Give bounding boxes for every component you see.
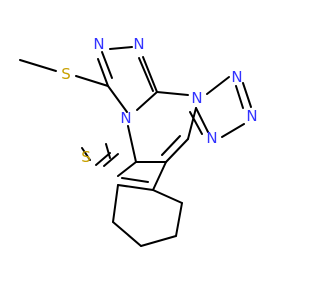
bond: [165, 138, 189, 163]
bond: [117, 161, 137, 177]
atom-label-nitrogen: N: [231, 68, 242, 86]
bond: [112, 221, 142, 247]
atom-label-nitrogen: N: [206, 129, 217, 147]
bond: [142, 56, 158, 93]
bond: [175, 202, 183, 237]
atom-label-nitrogen: N: [93, 35, 104, 53]
bond: [235, 85, 244, 109]
molecule-structure: S N N N N N N N S: [19, 35, 258, 247]
atom-label-sulfur-methyl: S: [61, 65, 71, 83]
bond: [187, 107, 197, 140]
atom-label-sulfur-ring: S: [81, 148, 91, 166]
bond: [107, 85, 128, 113]
bond: [195, 107, 209, 133]
atom-label-nitrogen: N: [246, 107, 257, 125]
bond: [95, 152, 111, 166]
atom-label-nitrogen: N: [120, 109, 131, 127]
bond: [242, 82, 252, 108]
bond: [121, 177, 149, 183]
bond: [136, 91, 158, 111]
bond: [138, 57, 154, 92]
bond: [156, 91, 189, 96]
bond: [140, 235, 177, 247]
bond: [152, 189, 183, 204]
bond: [101, 51, 113, 79]
bond: [105, 143, 111, 159]
bond: [189, 111, 203, 135]
bond-layer: [19, 46, 252, 247]
atom-label-layer: S N N N N N N N S: [61, 35, 257, 166]
bond: [112, 184, 119, 223]
bond: [81, 147, 91, 161]
atom-label-nitrogen: N: [191, 89, 202, 107]
atom-label-nitrogen: N: [133, 35, 144, 53]
bond: [127, 125, 137, 163]
bond: [161, 135, 181, 156]
bond: [19, 59, 57, 72]
bond: [206, 76, 230, 95]
bond: [117, 184, 154, 191]
bond: [109, 46, 133, 50]
bond: [97, 58, 109, 87]
bond: [152, 161, 167, 191]
bond: [103, 153, 119, 167]
bond: [221, 123, 245, 138]
bond: [75, 75, 109, 87]
